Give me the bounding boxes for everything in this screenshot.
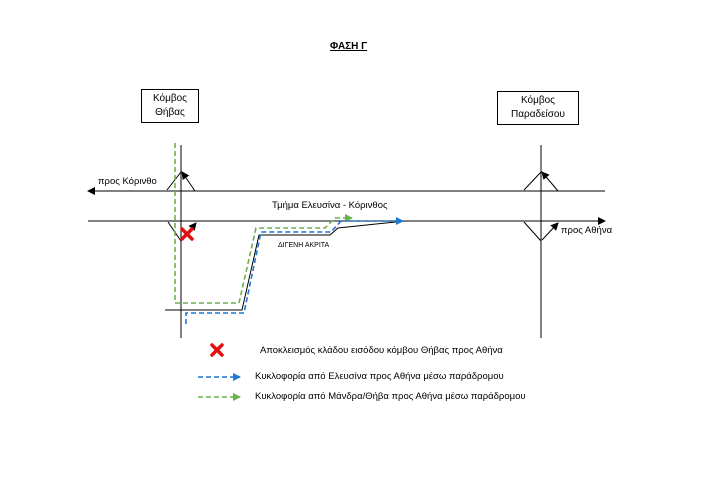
legend-red-cross-icon xyxy=(210,343,224,357)
label-street: ΔΙΓΕΝΗ ΑΚΡΙΤΑ xyxy=(278,242,330,249)
paradeisou-ramp-exit xyxy=(523,171,542,191)
node-thivas: Κόμβος Θήβας xyxy=(141,89,199,123)
green-route xyxy=(174,143,353,304)
label-to-korinthos: προς Κόρινθο xyxy=(98,176,157,187)
node-thivas-line1: Κόμβος xyxy=(152,93,187,104)
legend-item-blue-route: Κυκλοφορία από Ελευσίνα προς Αθήνα μέσω … xyxy=(255,371,504,382)
legend-item-closure: Αποκλεισμός κλάδου εισόδου κόμβου Θήβας … xyxy=(260,345,503,356)
label-to-athina: προς Αθήνα xyxy=(561,225,613,236)
node-paradeisou: Κόμβος Παραδείσου xyxy=(497,91,579,125)
thivas-ramp-top xyxy=(181,171,196,192)
service-road xyxy=(165,220,406,311)
paradeisou-ramp-entry xyxy=(541,222,559,241)
node-paradeisou-line1: Κόμβος xyxy=(520,95,555,106)
paradeisou-ramp-top xyxy=(541,171,559,192)
thivas-ramp-exit xyxy=(166,171,182,191)
legend-item-green-route: Κυκλοφορία από Μάνδρα/Θήβα προς Αθήνα μέ… xyxy=(255,391,526,402)
label-segment: Τμήμα Ελευσίνα - Κόρινθος xyxy=(272,200,388,211)
page-title: ΦΑΣΗ Γ xyxy=(330,41,368,52)
node-thivas-line2: Θήβας xyxy=(155,107,185,118)
node-paradeisou-line2: Παραδείσου xyxy=(511,109,565,120)
closure-cross-icon xyxy=(180,227,194,241)
paradeisou-ramp-bottom xyxy=(523,221,542,242)
blue-route xyxy=(185,217,404,324)
